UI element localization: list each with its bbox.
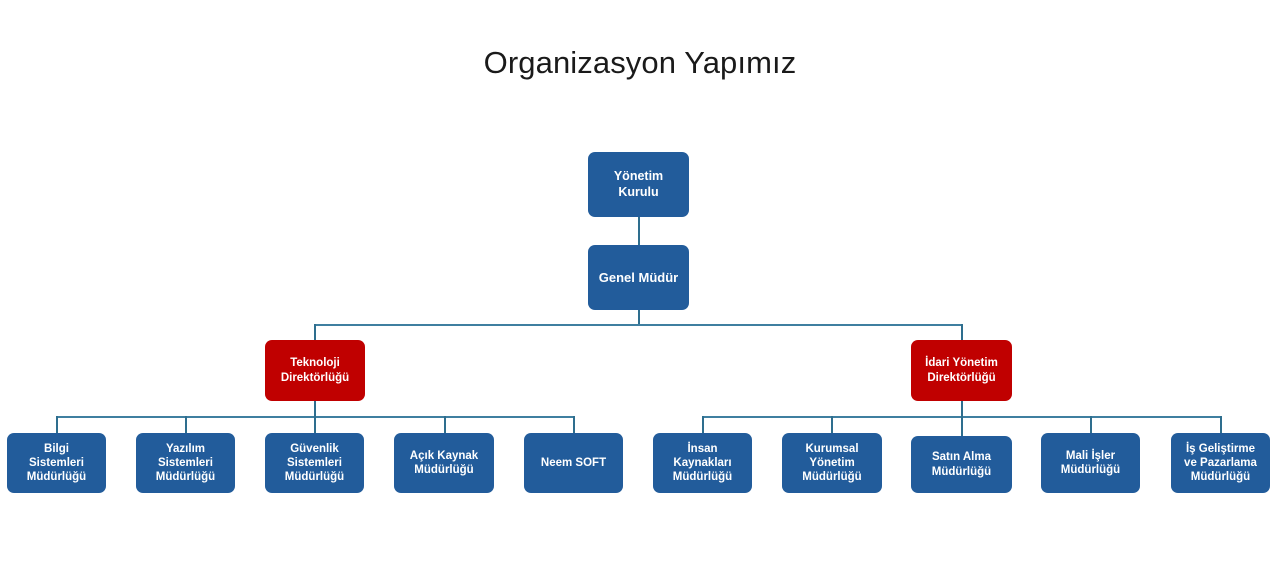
node-label: Genel Müdür xyxy=(598,269,679,285)
node-bilgi-sistemleri-mudurlugu[interactable]: Bilgi Sistemleri Müdürlüğü xyxy=(7,433,106,493)
node-label: Bilgi Sistemleri Müdürlüğü xyxy=(26,442,87,483)
node-kurumsal-yonetim-mudurlugu[interactable]: Kurumsal Yönetim Müdürlüğü xyxy=(782,433,882,493)
connector-drop-yazilim-sistemleri xyxy=(185,416,187,433)
node-label: Güvenlik Sistemleri Müdürlüğü xyxy=(284,442,345,483)
node-idari-yonetim-direktorlugu[interactable]: İdari Yönetim Direktörlüğü xyxy=(911,340,1012,401)
node-label: Teknoloji Direktörlüğü xyxy=(280,357,350,384)
connector-teknoloji-stub xyxy=(314,401,316,417)
connector-drop-guvenlik-sistemleri xyxy=(314,416,316,433)
node-label: Mali İşler Müdürlüğü xyxy=(1060,449,1121,476)
connector-drop-kurumsal-yonetim xyxy=(831,416,833,433)
node-genel-mudur[interactable]: Genel Müdür xyxy=(588,245,689,310)
node-label: Yönetim Kurulu xyxy=(613,169,664,199)
connector-drop-acik-kaynak xyxy=(444,416,446,433)
connector-drop-mali-isler xyxy=(1090,416,1092,433)
node-label: Satın Alma Müdürlüğü xyxy=(931,451,992,478)
node-neem-soft[interactable]: Neem SOFT xyxy=(524,433,623,493)
connector-drop-neem-soft xyxy=(573,416,575,433)
connector-drop-bilgi-sistemleri xyxy=(56,416,58,433)
connector-drop-insan-kaynaklari xyxy=(702,416,704,433)
node-label: Neem SOFT xyxy=(540,456,607,469)
node-teknoloji-direktorlugu[interactable]: Teknoloji Direktörlüğü xyxy=(265,340,365,401)
node-yazilim-sistemleri-mudurlugu[interactable]: Yazılım Sistemleri Müdürlüğü xyxy=(136,433,235,493)
connector-drop-satin-alma xyxy=(961,416,963,436)
node-label: Kurumsal Yönetim Müdürlüğü xyxy=(802,442,862,483)
node-yonetim-kurulu[interactable]: Yönetim Kurulu xyxy=(588,152,689,217)
node-label: İnsan Kaynakları Müdürlüğü xyxy=(672,442,733,483)
node-guvenlik-sistemleri-mudurlugu[interactable]: Güvenlik Sistemleri Müdürlüğü xyxy=(265,433,364,493)
page-title: Organizasyon Yapımız xyxy=(483,45,797,80)
connector-gm-stub xyxy=(638,310,640,325)
connector-board-to-gm xyxy=(638,217,640,245)
node-label: Yazılım Sistemleri Müdürlüğü xyxy=(155,442,216,483)
node-label: İdari Yönetim Direktörlüğü xyxy=(925,357,998,384)
connector-drop-teknoloji xyxy=(314,324,316,340)
connector-level2-bus xyxy=(314,324,963,326)
connector-drop-idari xyxy=(961,324,963,340)
connector-drop-is-gelistirme xyxy=(1220,416,1222,433)
node-label: İş Geliştirme ve Pazarlama Müdürlüğü xyxy=(1184,442,1257,483)
node-insan-kaynaklari-mudurlugu[interactable]: İnsan Kaynakları Müdürlüğü xyxy=(653,433,752,493)
node-mali-isler-mudurlugu[interactable]: Mali İşler Müdürlüğü xyxy=(1041,433,1140,493)
node-label: Açık Kaynak Müdürlüğü xyxy=(409,449,479,476)
node-is-gelistirme-ve-pazarlama-mudurlugu[interactable]: İş Geliştirme ve Pazarlama Müdürlüğü xyxy=(1171,433,1270,493)
connector-idari-stub xyxy=(961,401,963,417)
node-satin-alma-mudurlugu[interactable]: Satın Alma Müdürlüğü xyxy=(911,436,1012,493)
node-acik-kaynak-mudurlugu[interactable]: Açık Kaynak Müdürlüğü xyxy=(394,433,494,493)
